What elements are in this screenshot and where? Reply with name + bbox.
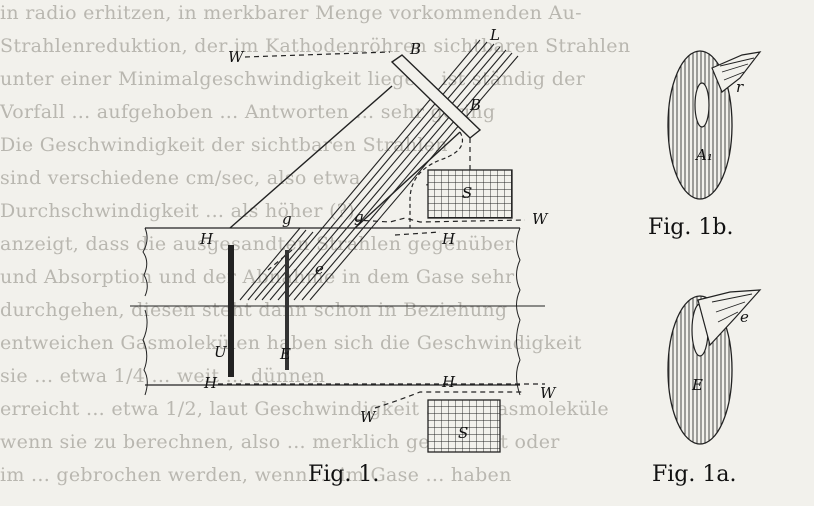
cathode-rays xyxy=(239,39,519,301)
label-g-left: g xyxy=(282,210,292,228)
electrode-u xyxy=(228,245,234,377)
background-text-line: entweichen Gasmolekülen haben sich die G… xyxy=(0,332,582,354)
label-h-bottom-left: H xyxy=(204,374,218,392)
background-text-line: und Absorption und der Abnahme in dem Ga… xyxy=(0,266,515,288)
label-b-right: B xyxy=(470,96,482,114)
label-w-right-upper: W xyxy=(532,210,548,228)
label-w-bottom-right: W xyxy=(540,384,556,402)
background-text-line: Strahlenreduktion, der im Kathodenröhren… xyxy=(0,35,631,57)
label-l: L xyxy=(490,26,500,44)
inclined-tube xyxy=(229,85,464,229)
label-e-main: e xyxy=(315,260,324,278)
label-w-bottom-left: W xyxy=(360,408,376,426)
label-e-electrode: E xyxy=(280,345,291,363)
tube-lower-wall xyxy=(142,227,521,396)
label-e-capital-fig1a: E xyxy=(692,376,703,394)
dashed-leads xyxy=(218,51,545,409)
electrode-e xyxy=(285,250,289,370)
background-text-line: unter einer Minimalgeschwindigkeit liege… xyxy=(0,68,586,90)
background-text-line: Vorfall ... aufgehoben ... Antworten ...… xyxy=(0,101,496,123)
caption-fig-1a: Fig. 1a. xyxy=(652,462,737,487)
label-h-top-left: H xyxy=(200,230,214,248)
background-text-line: anzeigt, dass die ausgesandten Strahlen … xyxy=(0,233,515,255)
figure-1a xyxy=(667,289,762,445)
background-text-line: durchgehen, diesen steht dann schon in B… xyxy=(0,299,508,321)
label-w-top: W xyxy=(228,48,244,66)
label-s-lower: S xyxy=(458,424,469,442)
tube-upper-wall xyxy=(142,227,520,297)
grid-box-s-lower xyxy=(427,399,501,453)
label-a1: A₁ xyxy=(696,146,713,164)
background-text-line: sie ... etwa 1/4 ... weit ... dünnen xyxy=(0,365,326,387)
background-text-line: Die Geschwindigkeit der sichtbaren Strah… xyxy=(0,134,448,156)
figure-1b xyxy=(667,50,762,200)
label-e-fig1a: e xyxy=(740,308,749,326)
grid-box-s-upper xyxy=(427,169,513,219)
label-g-right: g xyxy=(354,208,364,226)
plate-b xyxy=(390,54,482,139)
background-text-line: wenn sie zu berechnen, also ... merklich… xyxy=(0,431,560,453)
background-text-line: Durchschwindigkeit ... als höher (?) xyxy=(0,200,355,222)
caption-fig-1: Fig. 1. xyxy=(308,462,380,487)
label-r: r xyxy=(736,78,744,96)
background-text-line: in radio erhitzen, in merkbarer Menge vo… xyxy=(0,2,582,24)
label-h-bottom-right: H xyxy=(442,373,456,391)
label-u: U xyxy=(214,343,227,361)
caption-fig-1b: Fig. 1b. xyxy=(648,215,734,240)
background-text-line: im ... gebrochen werden, wenn ... im Gas… xyxy=(0,464,512,486)
label-b-top: B xyxy=(410,40,422,58)
label-h-top-right: H xyxy=(442,230,456,248)
label-s-upper: S xyxy=(462,184,473,202)
background-text-line: sind verschiedene cm/sec, also etwa xyxy=(0,167,361,189)
